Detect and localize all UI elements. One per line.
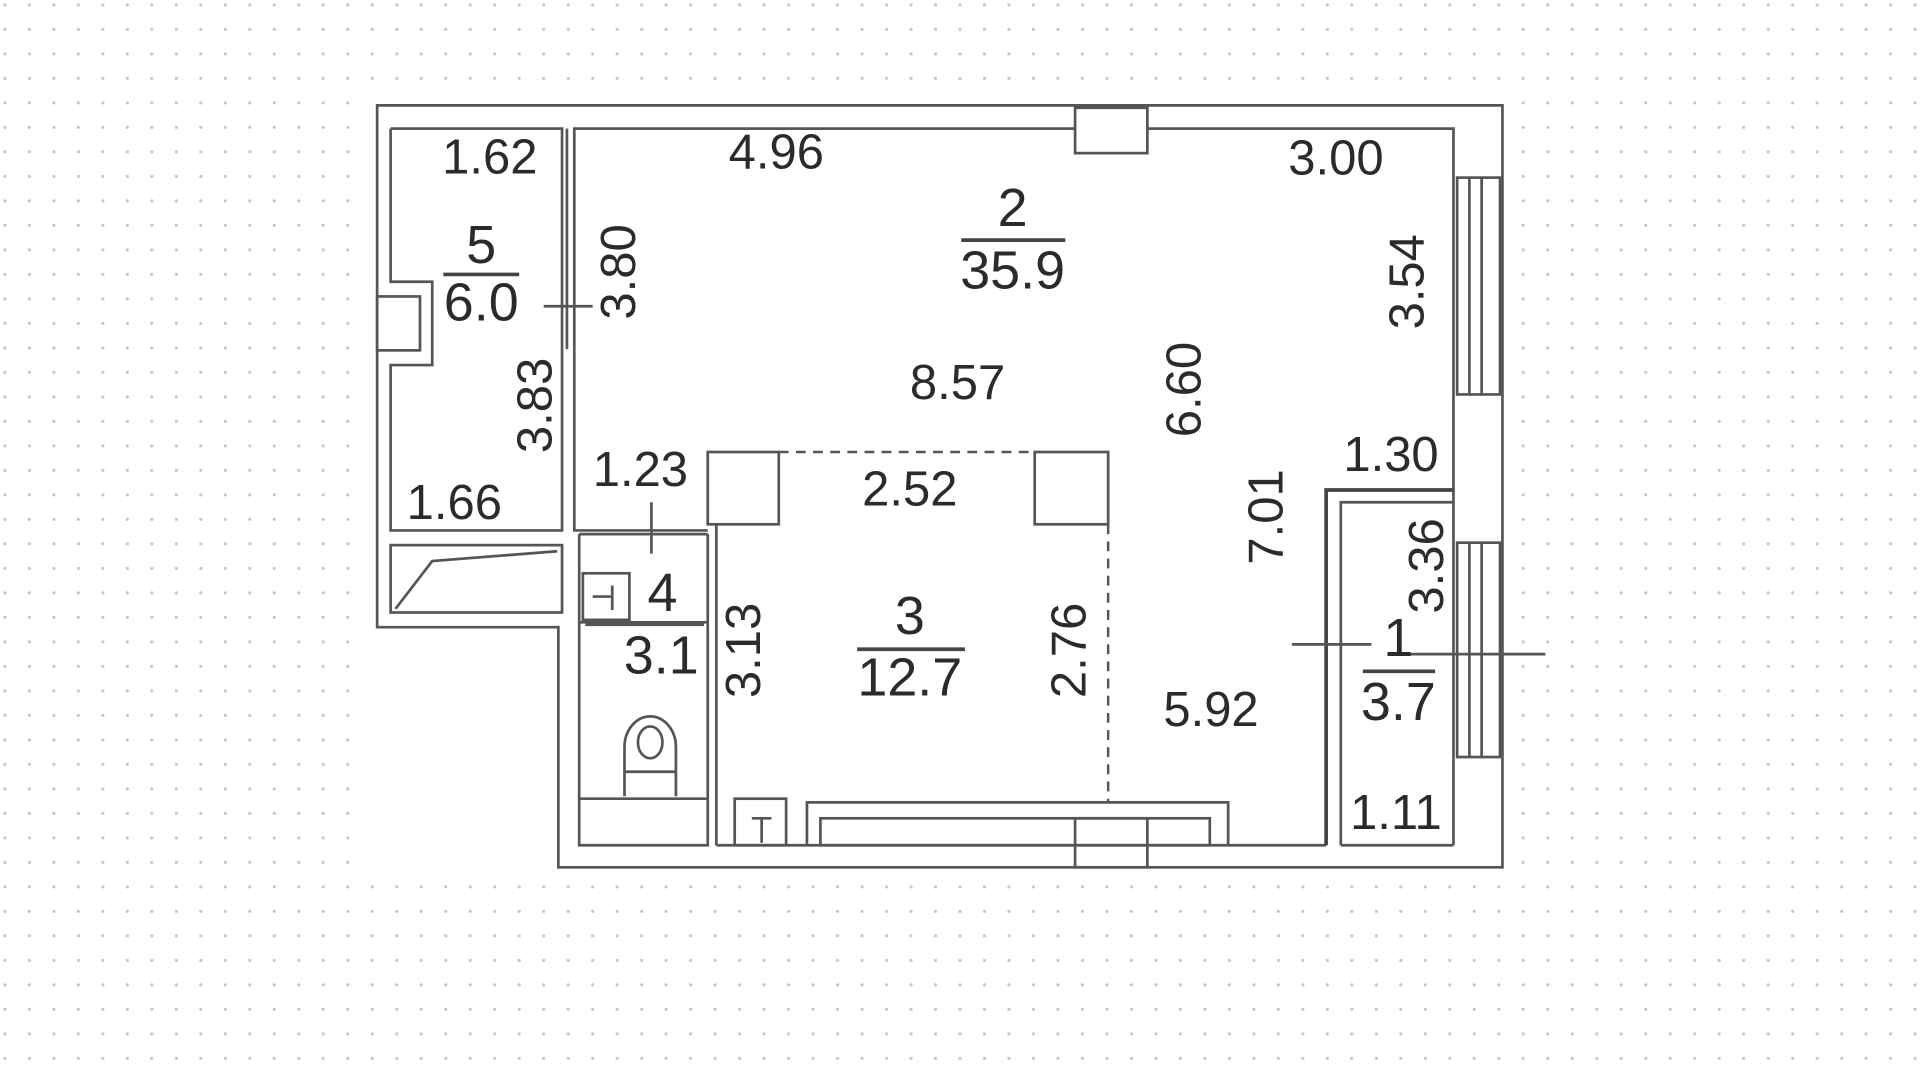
dim-label: 7.01 <box>1240 469 1294 564</box>
room-1-number: 1 <box>1383 608 1413 668</box>
room-4-number: 4 <box>647 563 677 623</box>
room-1-area: 3.7 <box>1361 672 1436 732</box>
dim-label: 1.30 <box>1343 428 1438 482</box>
dim-label: 3.36 <box>1400 518 1454 613</box>
room-labels: 5 6.0 2 35.9 3 12.7 4 3.1 1 3.7 <box>444 178 1436 732</box>
dim-label: 3.83 <box>509 358 563 453</box>
dim-label: 1.23 <box>593 443 688 497</box>
room-5-number: 5 <box>466 215 496 275</box>
dim-label: 3.00 <box>1288 132 1383 186</box>
dimension-labels: 1.62 4.96 3.00 8.57 1.30 1.23 2.52 1.66 … <box>407 126 1454 840</box>
dim-label: 5.92 <box>1163 683 1258 737</box>
dim-label: 1.66 <box>407 476 502 530</box>
dim-label: 1.11 <box>1350 786 1442 840</box>
dim-label: 2.76 <box>1043 603 1097 698</box>
dim-label: 1.62 <box>442 130 537 184</box>
dim-label: 3.80 <box>592 224 646 319</box>
dim-label: 4.96 <box>729 126 824 180</box>
room-2-area: 35.9 <box>960 241 1065 301</box>
room-3-number: 3 <box>895 586 925 646</box>
dim-label: 6.60 <box>1158 342 1212 437</box>
room-5-area: 6.0 <box>444 272 519 332</box>
toilet-icon <box>623 715 678 797</box>
room-3-area: 12.7 <box>857 647 962 707</box>
dim-label: 8.57 <box>910 356 1005 410</box>
walls <box>375 104 1546 869</box>
dim-label: 3.13 <box>717 603 771 698</box>
dim-label: 2.52 <box>862 462 957 516</box>
dim-label: 3.54 <box>1381 234 1435 329</box>
room-2-number: 2 <box>998 178 1028 238</box>
room-4-area: 3.1 <box>624 625 699 685</box>
